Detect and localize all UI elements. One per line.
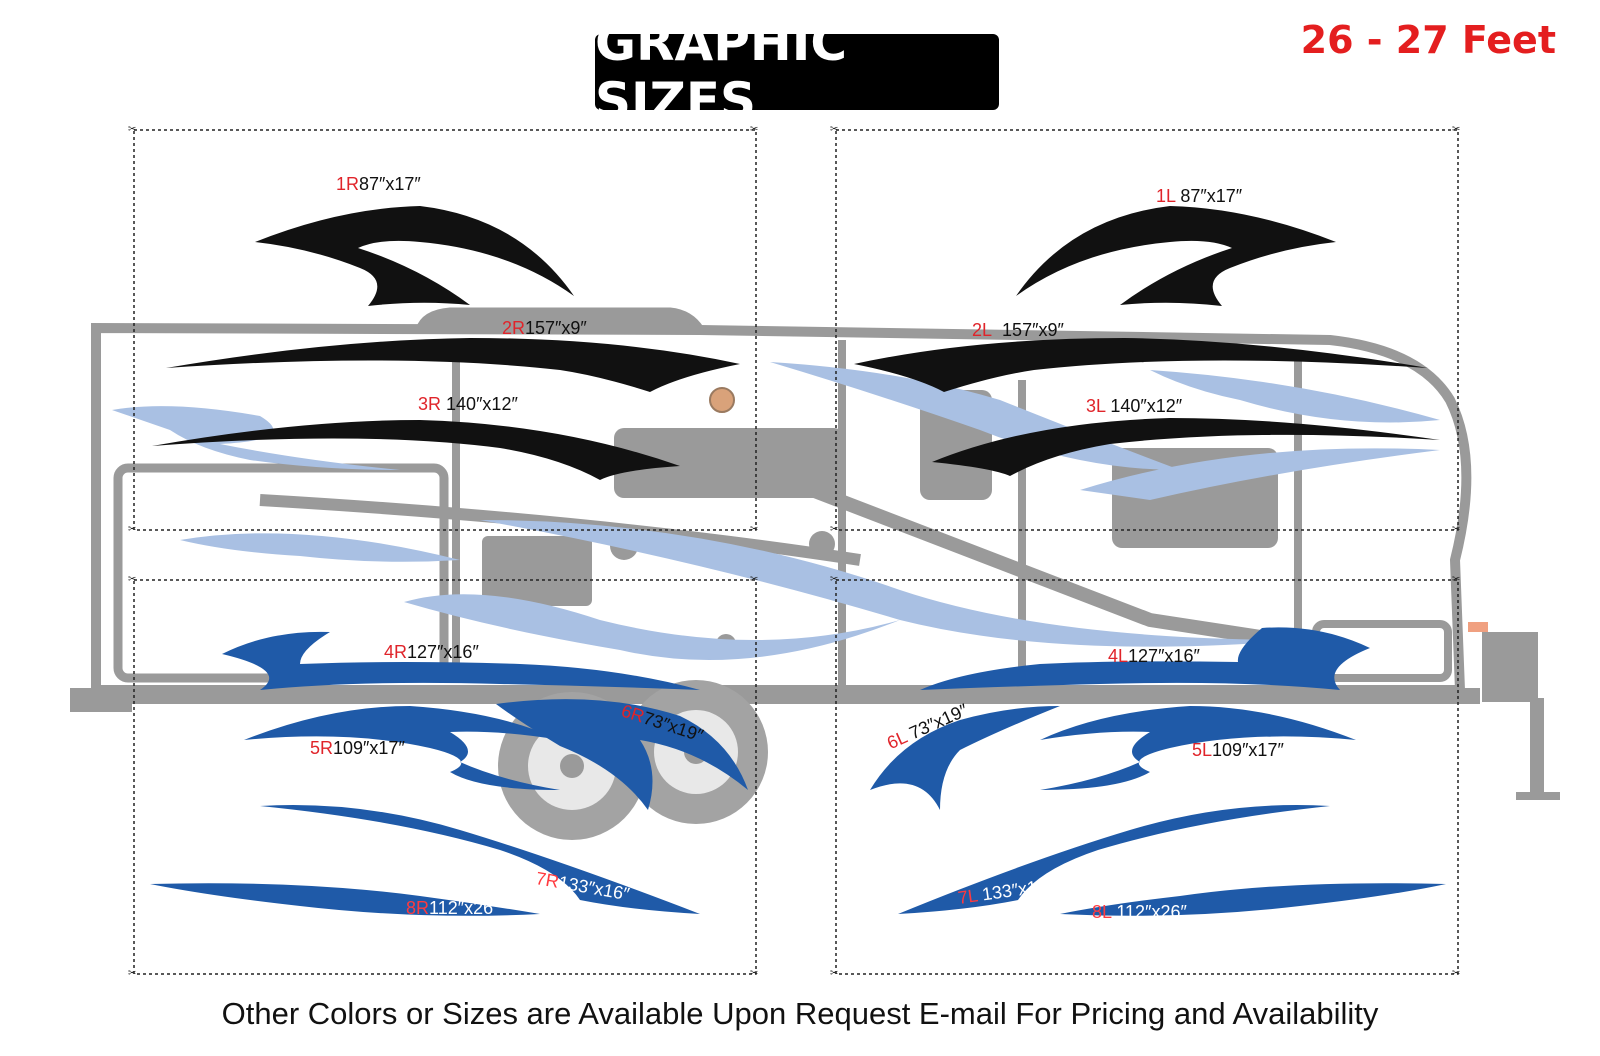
svg-text:✂: ✂ bbox=[1452, 968, 1460, 979]
cut-box-top-right-side bbox=[133, 129, 757, 531]
svg-text:✂: ✂ bbox=[830, 124, 838, 135]
svg-text:✂: ✂ bbox=[750, 524, 758, 535]
svg-text:✂: ✂ bbox=[750, 574, 758, 585]
svg-text:✂: ✂ bbox=[750, 124, 758, 135]
svg-text:✂: ✂ bbox=[750, 968, 758, 979]
label-8L: 8L 112″x26″ bbox=[1092, 902, 1187, 922]
label-2R: 2R157″x9″ bbox=[502, 318, 587, 338]
svg-text:✂: ✂ bbox=[128, 968, 136, 979]
label-5R: 5R109″x17″ bbox=[310, 738, 405, 758]
label-3L: 3L 140″x12″ bbox=[1086, 396, 1183, 416]
page-title: GRAPHIC SIZES bbox=[595, 14, 848, 130]
svg-text:✂: ✂ bbox=[128, 524, 136, 535]
label-4L: 4L127″x16″ bbox=[1108, 646, 1200, 666]
title-banner: GRAPHIC SIZES bbox=[595, 14, 999, 130]
label-1L: 1L 87″x17″ bbox=[1156, 186, 1243, 206]
svg-text:✂: ✂ bbox=[830, 968, 838, 979]
svg-text:✂: ✂ bbox=[1452, 524, 1460, 535]
trailer-body bbox=[70, 307, 1520, 704]
label-1R: 1R87″x17″ bbox=[336, 174, 421, 194]
cut-box-top-left-side bbox=[835, 129, 1459, 531]
svg-text:✂: ✂ bbox=[1452, 124, 1460, 135]
svg-text:✂: ✂ bbox=[830, 524, 838, 535]
label-5L: 5L109″x17″ bbox=[1192, 740, 1284, 760]
label-3R: 3R 140″x12″ bbox=[418, 394, 518, 414]
black-decals bbox=[152, 206, 1440, 480]
scissor-marks: ✂ ✂ ✂ ✂ ✂ ✂ ✂ ✂ ✂ ✂ ✂ ✂ ✂ ✂ ✂ ✂ bbox=[128, 124, 1460, 979]
svg-text:✂: ✂ bbox=[830, 574, 838, 585]
cut-box-bottom-left-side bbox=[835, 579, 1459, 975]
cut-boxes bbox=[133, 129, 1459, 975]
svg-text:✂: ✂ bbox=[1452, 574, 1460, 585]
svg-text:✂: ✂ bbox=[128, 574, 136, 585]
label-4R: 4R127″x16″ bbox=[384, 642, 479, 662]
label-8R: 8R112″x26″ bbox=[406, 898, 500, 918]
dark-blue-decals bbox=[150, 627, 1446, 916]
availability-note: Other Colors or Sizes are Available Upon… bbox=[221, 996, 1379, 1031]
label-2L: 2L 157″x9″ bbox=[972, 320, 1064, 340]
svg-text:✂: ✂ bbox=[128, 124, 136, 135]
cut-box-bottom-right-side bbox=[133, 579, 757, 975]
trailer-length-label: 26 - 27 Feet bbox=[1300, 18, 1556, 62]
